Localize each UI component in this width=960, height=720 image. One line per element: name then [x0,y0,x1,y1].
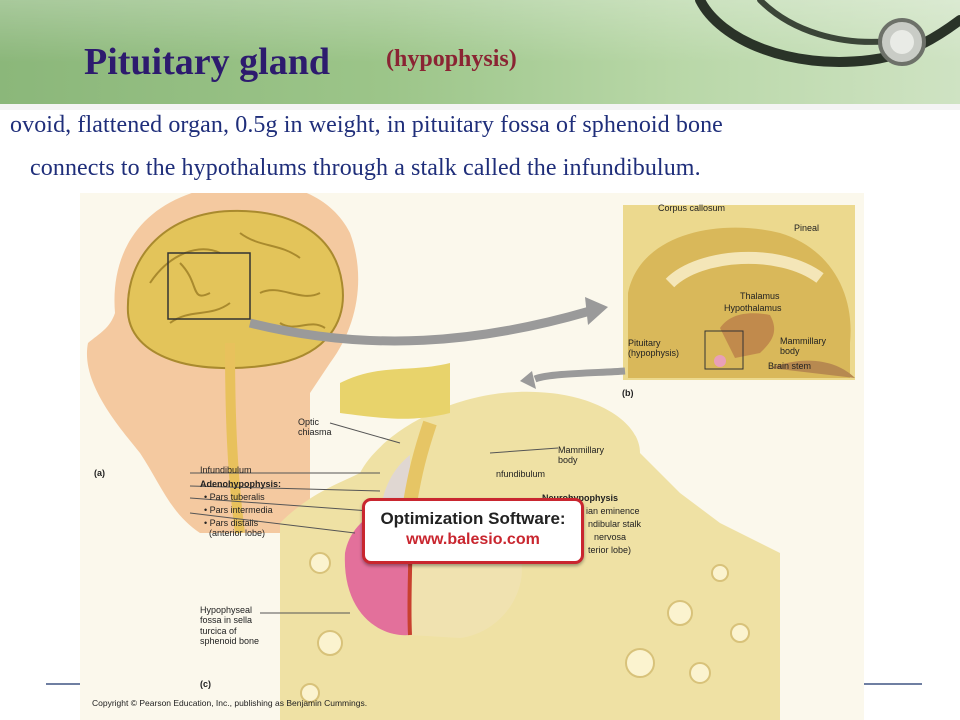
label-pars-distalis: • Pars distalis (anterior lobe) [204,518,266,539]
body-line-1: ovoid, flattened organ, 0.5g in weight, … [10,112,723,138]
optimization-watermark: Optimization Software: www.balesio.com [362,498,584,564]
pituitary-dot [714,355,726,367]
label-pars-nervosa: nervosa [594,532,627,542]
label-corpus-callosum: Corpus callosum [658,203,726,213]
label-posterior-lobe: terior lobe) [588,545,632,555]
label-median-eminence: ian eminence [586,506,640,516]
brain-stem-shape [770,360,855,378]
slide-title: Pituitary gland [84,41,330,83]
watermark-url: www.balesio.com [406,531,540,548]
label-infundibulum: Infundibulum [200,465,252,475]
label-infundibular-stalk: ndibular stalk [588,519,642,529]
corpus-callosum-shape [665,251,824,288]
label-hypophyseal-fossa: Hypophyseal fossa in sella turcica of sp… [200,605,260,647]
label-mammillary-b: Mammillary body [780,336,826,357]
slide-subtitle: (hypophysis) [386,46,517,72]
header-band [0,0,960,104]
header-divider [0,104,960,110]
label-adenohypophysis: Adenohypophysis: [200,479,282,489]
arrow-a-to-b [248,306,592,346]
bone-pores [300,552,750,703]
header-sheen [0,0,960,104]
body-line-2: connects to the hypothalums through a st… [30,155,701,181]
arrow-b-to-c [533,367,626,383]
label-pituitary: Pituitary (hypophysis) [628,338,680,359]
highlight-box-a [167,252,251,320]
arrow-b-to-c-head [520,371,536,389]
pituitary-figure: Corpus callosum Pineal Thalamus Hypothal… [80,193,864,720]
label-pars-tuberalis: • Pars tuberalis [204,492,265,502]
label-mammillary-c: Mammillary body [558,445,604,466]
thalamus-shape [720,313,775,358]
label-optic-chiasma: Optic chiasma [298,417,332,438]
optic-region [340,363,450,419]
watermark-line-1: Optimization Software: [380,509,566,528]
panel-a-label: (a) [94,468,105,478]
label-brain-stem: Brain stem [768,361,812,371]
footer-rule-right [862,683,922,685]
panel-b-label: (b) [622,388,634,398]
label-infundibulum-fragment: nfundibulum [496,469,546,479]
copyright-notice: Copyright © Pearson Education, Inc., pub… [92,698,368,708]
label-neurohypophysis: Neurohypophysis [542,493,619,503]
infundibulum-stalk [403,420,437,505]
leader-lines [189,422,559,614]
label-hypothalamus: Hypothalamus [724,303,782,313]
highlight-box-b [704,330,744,370]
arrow-a-to-b-head [585,297,608,325]
footer-rule-left [46,683,82,685]
panel-c-label: (c) [200,679,211,689]
anatomy-illustration [86,193,855,720]
label-thalamus: Thalamus [740,291,780,301]
label-pars-intermedia: • Pars intermedia [204,505,273,515]
stethoscope-icon [695,0,960,67]
label-pineal: Pineal [794,223,820,233]
spinal-cord [225,342,245,534]
